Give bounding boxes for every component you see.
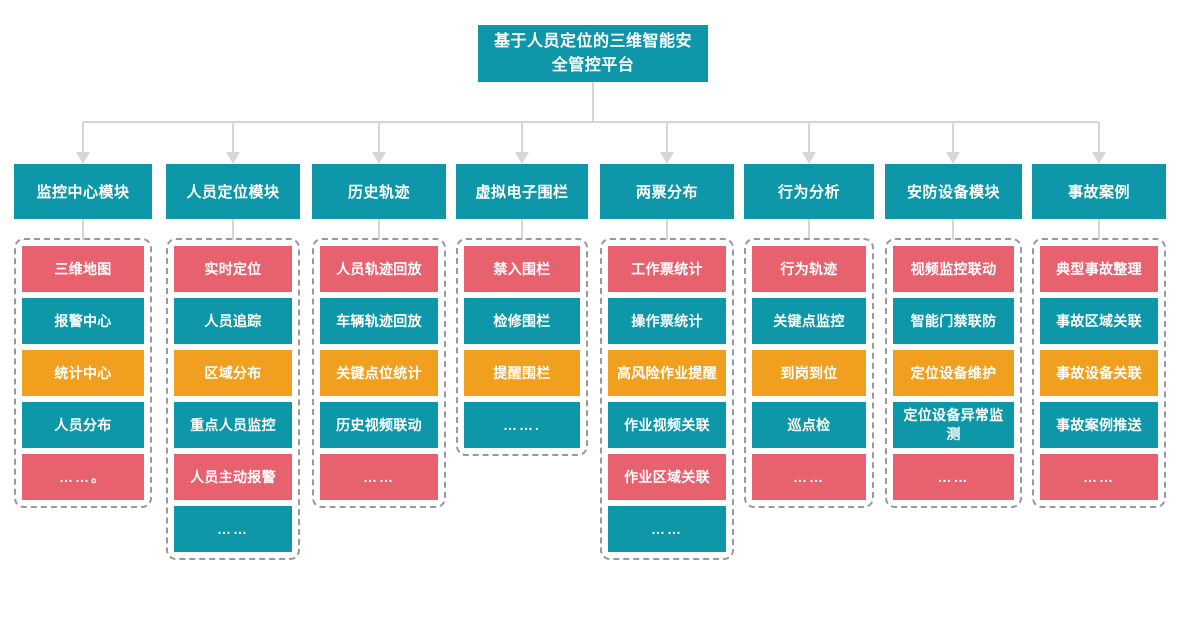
module-item[interactable]: 检修围栏 [464,298,580,344]
module-items-container-4: 禁入围栏 检修围栏 提醒围栏 ……. [456,238,588,456]
module-item-more[interactable]: …… [752,454,866,500]
module-item[interactable]: 行为轨迹 [752,246,866,292]
module-item[interactable]: 操作票统计 [608,298,726,344]
module-item[interactable]: 人员追踪 [174,298,292,344]
module-item[interactable]: 定位设备维护 [893,350,1014,396]
module-items-container-3: 人员轨迹回放 车辆轨迹回放 关键点位统计 历史视频联动 …… [312,238,446,508]
module-item[interactable]: 提醒围栏 [464,350,580,396]
module-item-more[interactable]: ……。 [22,454,144,500]
module-item[interactable]: 统计中心 [22,350,144,396]
module-items-container-8: 典型事故整理 事故区域关联 事故设备关联 事故案例推送 …… [1032,238,1166,508]
module-item-more[interactable]: …… [320,454,438,500]
module-item[interactable]: 人员主动报警 [174,454,292,500]
module-items-container-6: 行为轨迹 关键点监控 到岗到位 巡点检 …… [744,238,874,508]
module-header-1[interactable]: 监控中心模块 [14,164,152,219]
module-item[interactable]: 事故案例推送 [1040,402,1158,448]
module-item[interactable]: 工作票统计 [608,246,726,292]
module-items-container-1: 三维地图 报警中心 统计中心 人员分布 ……。 [14,238,152,508]
module-item[interactable]: 关键点位统计 [320,350,438,396]
module-column-1: 监控中心模块 三维地图 报警中心 统计中心 人员分布 ……。 [14,164,152,508]
module-item[interactable]: 实时定位 [174,246,292,292]
module-item[interactable]: 智能门禁联防 [893,298,1014,344]
module-header-4[interactable]: 虚拟电子围栏 [456,164,588,219]
module-item[interactable]: 定位设备异常监测 [893,402,1014,448]
module-item[interactable]: 关键点监控 [752,298,866,344]
module-item-more[interactable]: …… [1040,454,1158,500]
module-header-2[interactable]: 人员定位模块 [166,164,300,219]
module-item[interactable]: 禁入围栏 [464,246,580,292]
module-column-3: 历史轨迹 人员轨迹回放 车辆轨迹回放 关键点位统计 历史视频联动 …… [312,164,446,508]
module-item[interactable]: 典型事故整理 [1040,246,1158,292]
module-item[interactable]: 重点人员监控 [174,402,292,448]
module-item[interactable]: 报警中心 [22,298,144,344]
module-items-container-5: 工作票统计 操作票统计 高风险作业提醒 作业视频关联 作业区域关联 …… [600,238,734,560]
module-header-3[interactable]: 历史轨迹 [312,164,446,219]
module-header-6[interactable]: 行为分析 [744,164,874,219]
module-item[interactable]: 事故区域关联 [1040,298,1158,344]
root-platform-title: 基于人员定位的三维智能安全管控平台 [478,25,708,82]
module-column-2: 人员定位模块 实时定位 人员追踪 区域分布 重点人员监控 人员主动报警 …… [166,164,300,560]
module-item[interactable]: 作业区域关联 [608,454,726,500]
module-header-7[interactable]: 安防设备模块 [885,164,1022,219]
module-item[interactable]: 事故设备关联 [1040,350,1158,396]
module-column-7: 安防设备模块 视频监控联动 智能门禁联防 定位设备维护 定位设备异常监测 …… [885,164,1022,508]
module-column-6: 行为分析 行为轨迹 关键点监控 到岗到位 巡点检 …… [744,164,874,508]
module-item[interactable]: 人员轨迹回放 [320,246,438,292]
module-item[interactable]: 区域分布 [174,350,292,396]
module-item[interactable]: 视频监控联动 [893,246,1014,292]
module-header-5[interactable]: 两票分布 [600,164,734,219]
module-item-more[interactable]: …… [893,454,1014,500]
module-item[interactable]: 三维地图 [22,246,144,292]
module-item-more[interactable]: …… [608,506,726,552]
module-item[interactable]: 巡点检 [752,402,866,448]
module-item-more[interactable]: …… [174,506,292,552]
module-item[interactable]: 车辆轨迹回放 [320,298,438,344]
module-item[interactable]: 作业视频关联 [608,402,726,448]
module-items-container-7: 视频监控联动 智能门禁联防 定位设备维护 定位设备异常监测 …… [885,238,1022,508]
module-item-more[interactable]: ……. [464,402,580,448]
module-header-8[interactable]: 事故案例 [1032,164,1166,219]
module-items-container-2: 实时定位 人员追踪 区域分布 重点人员监控 人员主动报警 …… [166,238,300,560]
module-column-5: 两票分布 工作票统计 操作票统计 高风险作业提醒 作业视频关联 作业区域关联 …… [600,164,734,560]
module-item[interactable]: 人员分布 [22,402,144,448]
module-column-8: 事故案例 典型事故整理 事故区域关联 事故设备关联 事故案例推送 …… [1032,164,1166,508]
module-item[interactable]: 到岗到位 [752,350,866,396]
module-column-4: 虚拟电子围栏 禁入围栏 检修围栏 提醒围栏 ……. [456,164,588,456]
module-item[interactable]: 高风险作业提醒 [608,350,726,396]
module-item[interactable]: 历史视频联动 [320,402,438,448]
